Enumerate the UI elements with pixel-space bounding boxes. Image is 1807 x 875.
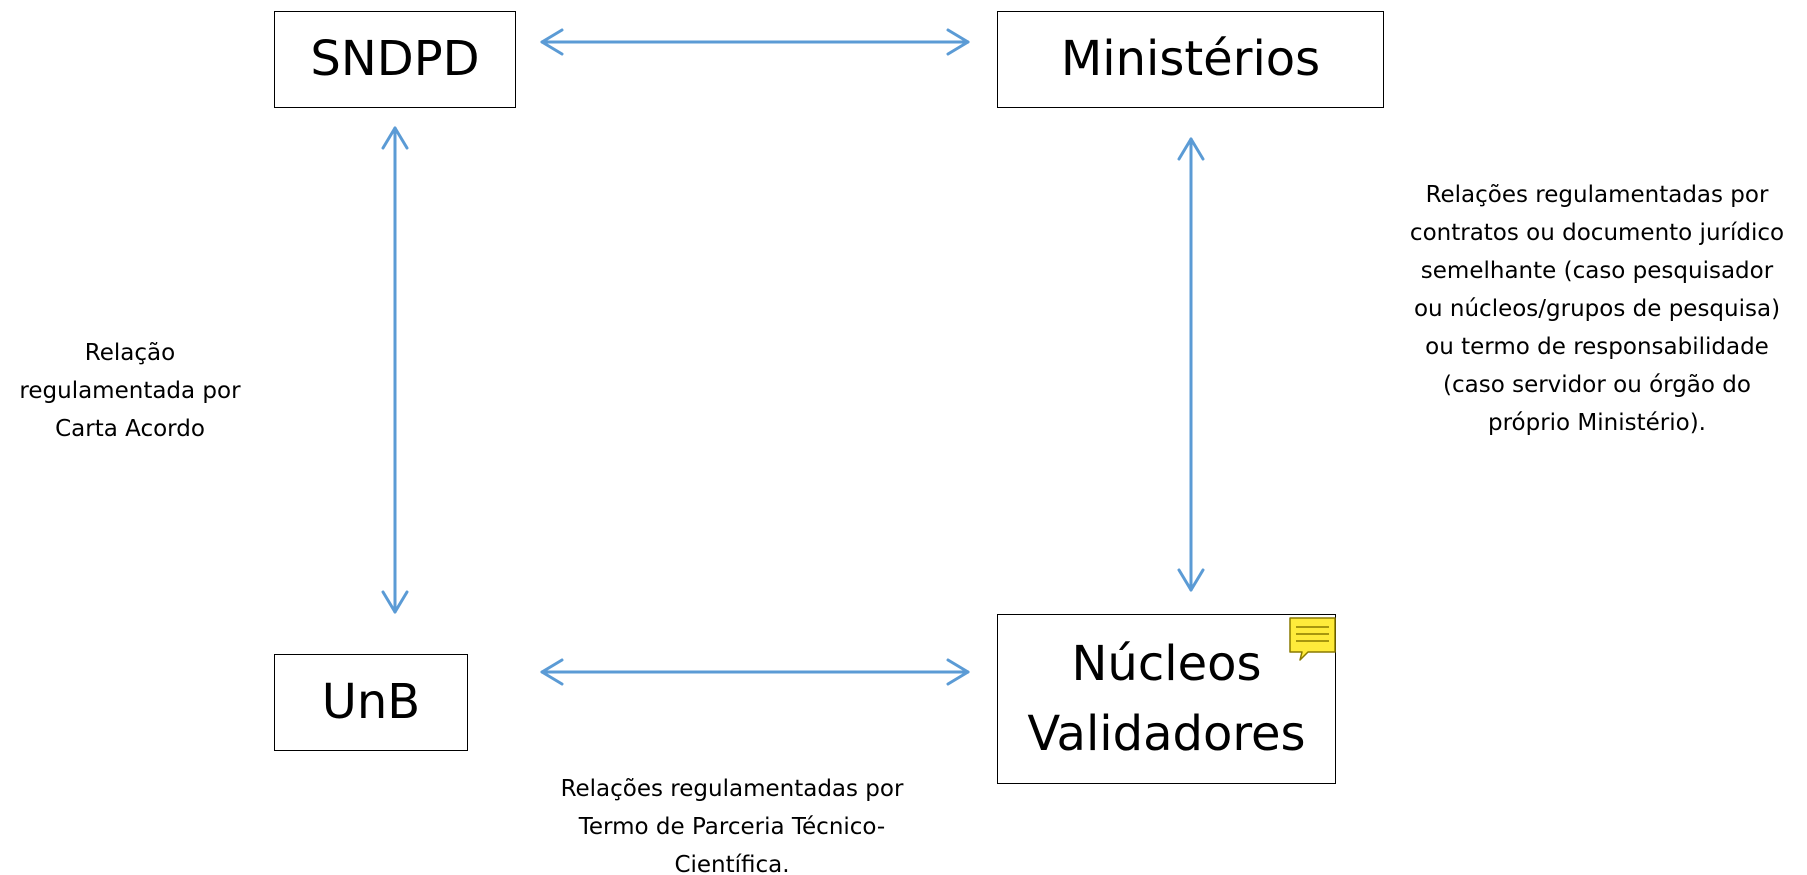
node-ministerios-label: Ministérios — [1060, 31, 1321, 88]
arrow-sndpd-ministerios — [540, 28, 970, 56]
node-nucleos-label-line2: Validadores — [1027, 706, 1306, 762]
node-unb-label: UnB — [321, 674, 421, 731]
caption-line: Relação — [84, 340, 176, 366]
node-nucleos-label-line1: Núcleos — [1071, 636, 1262, 692]
arrow-sndpd-unb — [381, 126, 409, 614]
caption-line: regulamentada por — [19, 378, 241, 404]
arrow-ministerios-nucleos — [1177, 137, 1205, 592]
caption-line: contratos ou documento jurídico — [1409, 220, 1785, 246]
node-ministerios: Ministérios — [997, 11, 1384, 108]
node-sndpd-label: SNDPD — [310, 31, 480, 88]
caption-line: Termo de Parceria Técnico- — [578, 814, 886, 840]
caption-line: próprio Ministério). — [1487, 410, 1706, 436]
caption-termo-parceria: Relações regulamentadas por Termo de Par… — [541, 770, 923, 875]
caption-line: Científica. — [674, 852, 790, 875]
caption-line: Carta Acordo — [55, 416, 205, 442]
caption-line: (caso servidor ou órgão do — [1443, 372, 1751, 398]
node-unb: UnB — [274, 654, 468, 751]
caption-ministerios-relacoes: Relações regulamentadas por contratos ou… — [1387, 176, 1807, 442]
node-nucleos-validadores: Núcleos Validadores — [997, 614, 1336, 784]
caption-line: ou termo de responsabilidade — [1425, 334, 1769, 360]
node-sndpd: SNDPD — [274, 11, 516, 108]
comment-note-icon[interactable] — [1288, 616, 1338, 662]
caption-carta-acordo: Relação regulamentada por Carta Acordo — [0, 334, 260, 448]
caption-line: Relações regulamentadas por — [560, 776, 904, 802]
caption-line: Relações regulamentadas por — [1425, 182, 1769, 208]
caption-line: semelhante (caso pesquisador — [1420, 258, 1774, 284]
arrow-unb-nucleos — [540, 658, 970, 686]
caption-line: ou núcleos/grupos de pesquisa) — [1413, 296, 1781, 322]
